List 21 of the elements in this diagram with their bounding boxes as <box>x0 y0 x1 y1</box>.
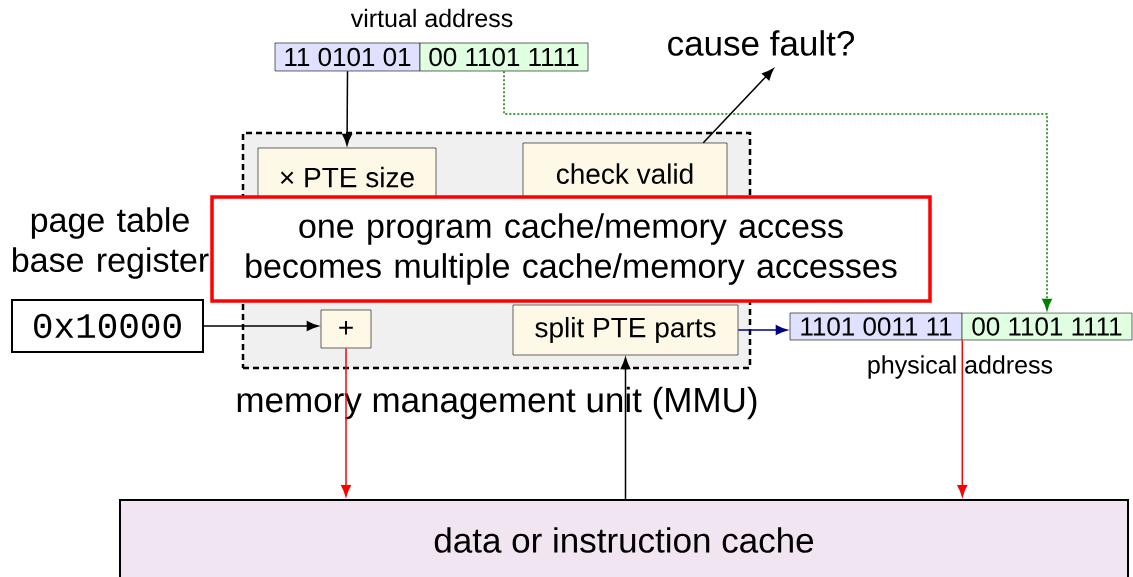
address-label: physical address <box>868 355 1053 379</box>
arrow <box>203 321 319 331</box>
register-box: 0x10000 <box>11 299 204 353</box>
register-label: page table base register <box>13 207 209 279</box>
bit-field: 00 1101 1111 <box>961 312 1133 341</box>
process-box: split PTE parts <box>512 304 739 356</box>
arrow <box>957 339 968 497</box>
arrow <box>620 357 631 500</box>
callout-box: one program cache/memory access becomes multiple cache/memory accesses <box>210 195 932 303</box>
adder-box: + <box>320 309 372 349</box>
bit-field: 11 0101 01 <box>274 42 421 72</box>
arrow <box>341 347 351 497</box>
arrow <box>342 70 352 146</box>
cache-box: data or instruction cache <box>119 499 1129 577</box>
bit-field: 00 1101 1111 <box>419 42 589 72</box>
annotation-text: cause fault? <box>668 30 855 56</box>
arrow <box>737 325 788 335</box>
address-label: virtual address <box>350 8 513 28</box>
bit-field: 1101 0011 11 <box>789 312 963 341</box>
arrow <box>503 70 1052 311</box>
arrow <box>702 68 774 144</box>
